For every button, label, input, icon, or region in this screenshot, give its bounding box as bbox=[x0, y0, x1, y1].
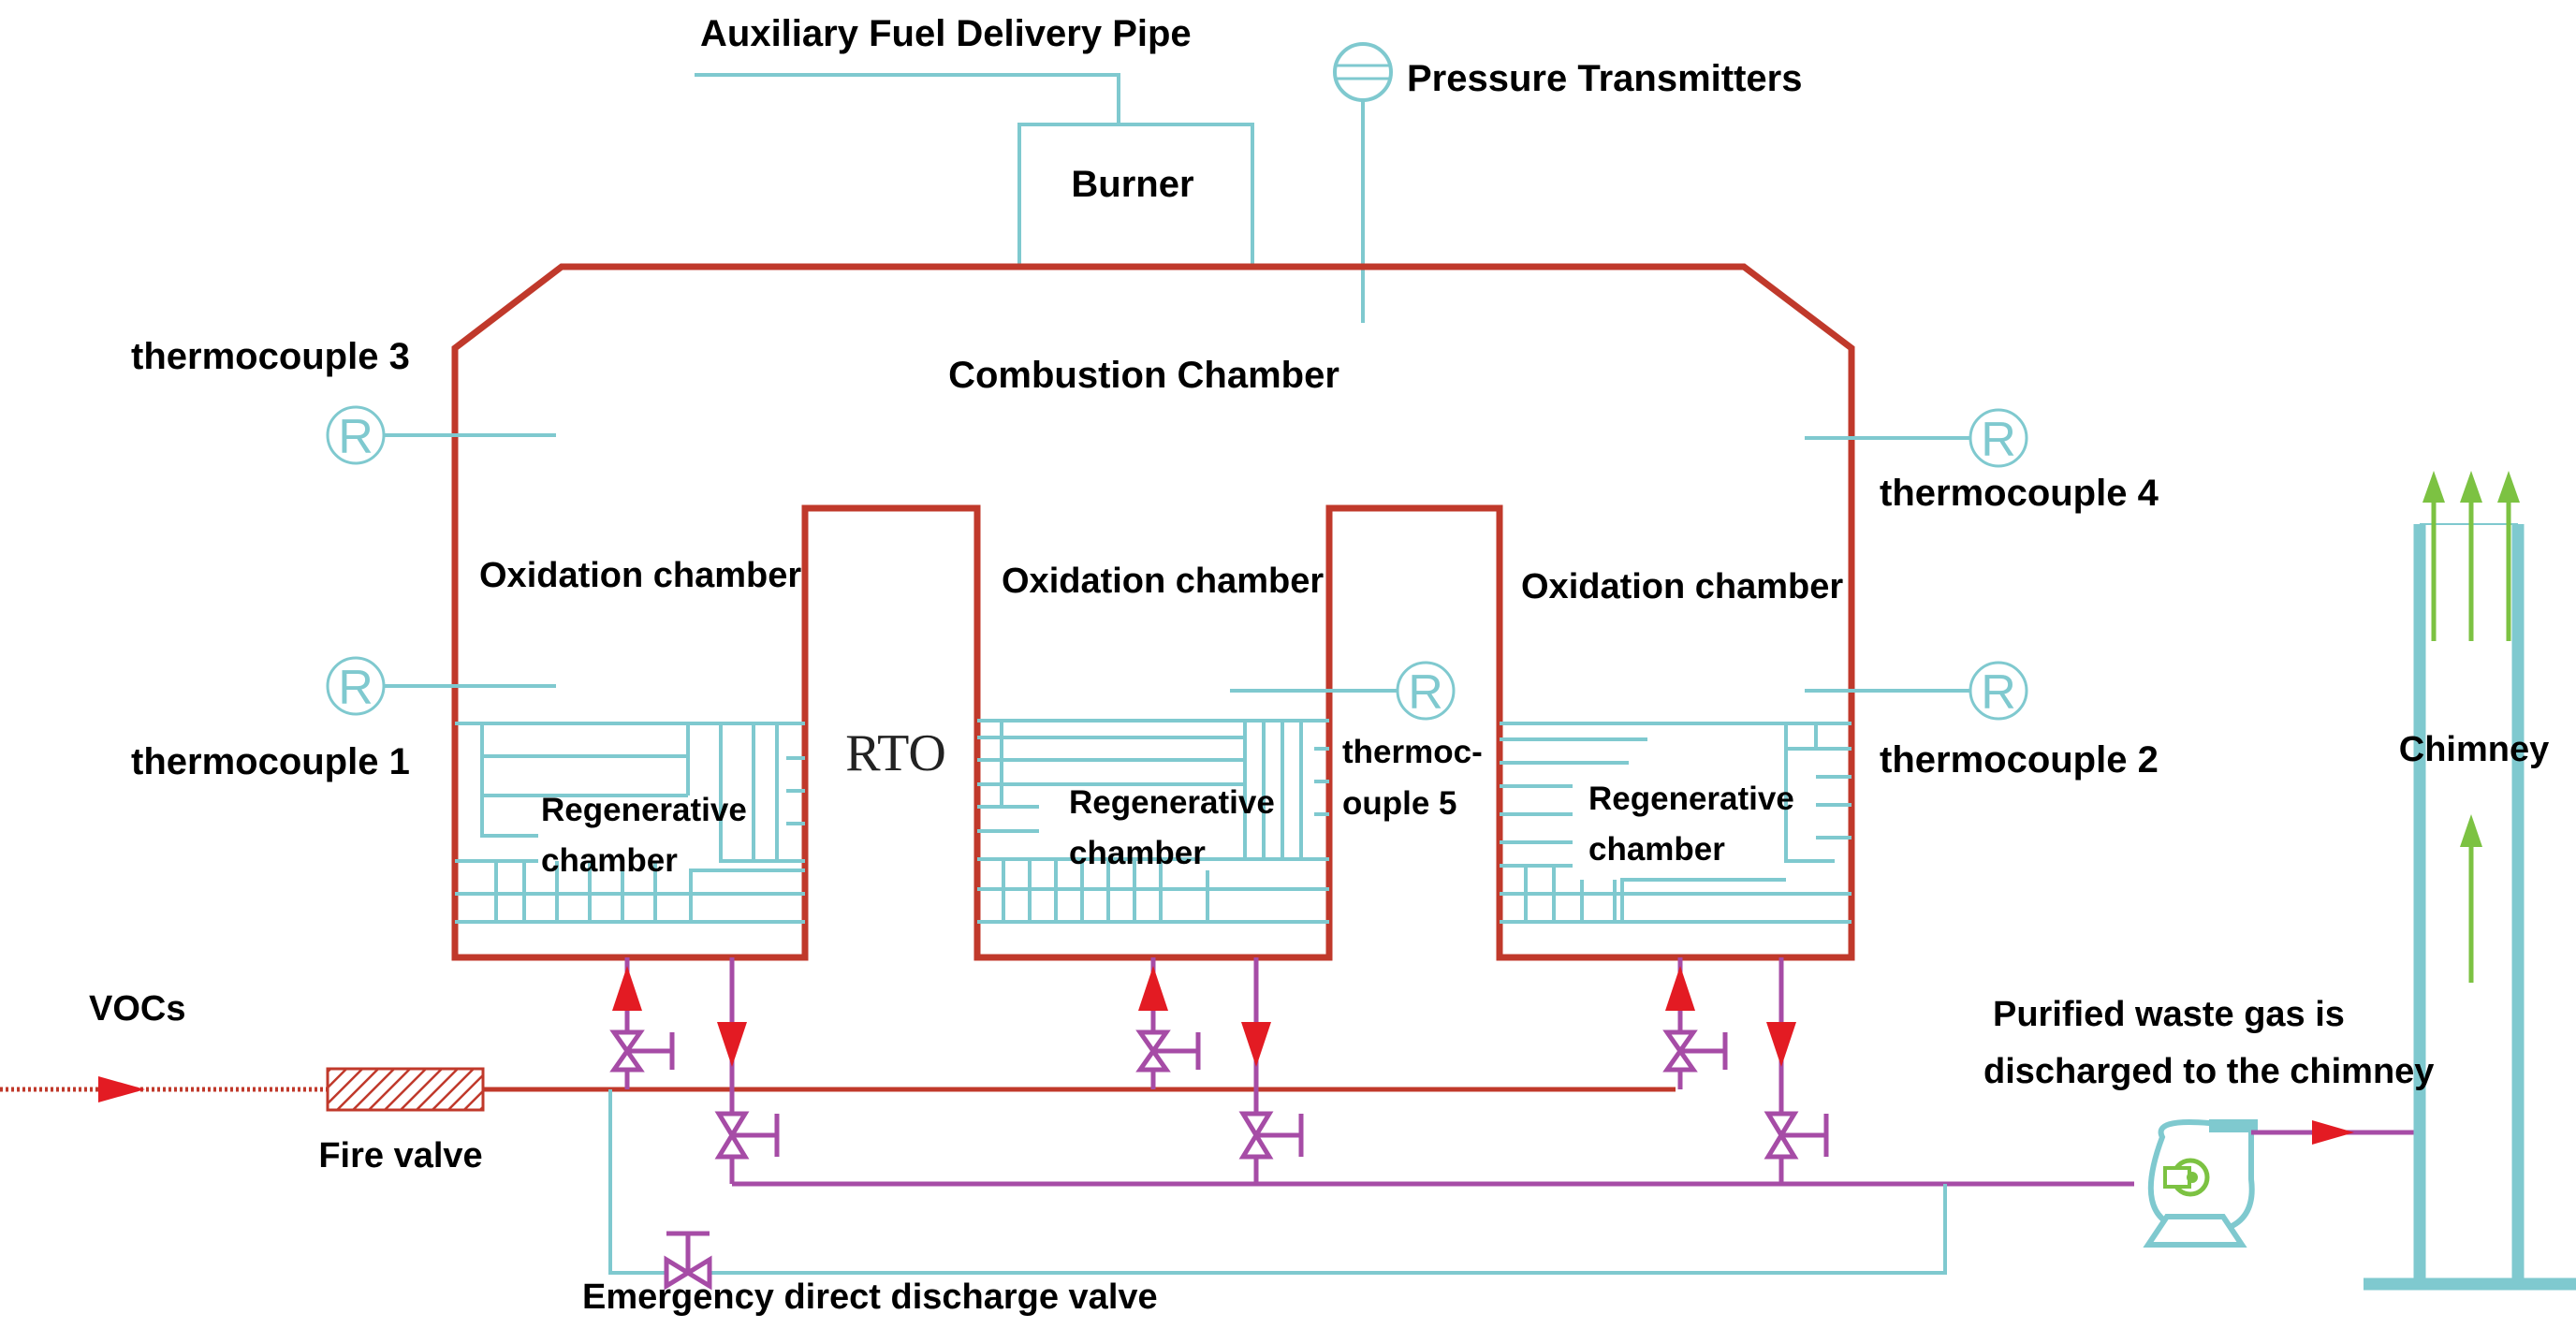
exhaust-fan bbox=[2143, 1119, 2258, 1248]
thermocouple-5-label-line1: thermoc- bbox=[1342, 734, 1483, 770]
down-arrow-icon bbox=[1766, 1022, 1796, 1067]
down-arrow-icon bbox=[1241, 1022, 1271, 1067]
regenerative-right-line1: Regenerative bbox=[1588, 781, 1794, 817]
regenerative-left-line1: Regenerative bbox=[541, 792, 747, 828]
fire-valve-label: Fire valve bbox=[318, 1136, 482, 1175]
sensor-icon: R bbox=[1981, 665, 2016, 720]
chimney-label: Chimney bbox=[2399, 730, 2549, 769]
thermocouple-2-sensor: R bbox=[1969, 661, 2028, 721]
exhaust-arrow-icon bbox=[2497, 471, 2520, 503]
inlet-arrow-icon bbox=[98, 1076, 145, 1102]
emergency-valve-label: Emergency direct discharge valve bbox=[582, 1277, 1158, 1317]
regenerative-bed-right bbox=[1500, 722, 1852, 924]
regenerative-middle-line2: chamber bbox=[1069, 835, 1206, 871]
thermocouple-4-label: thermocouple 4 bbox=[1880, 473, 2159, 514]
thermocouple-4-sensor: R bbox=[1969, 408, 2028, 468]
sensor-icon: R bbox=[1408, 665, 1443, 720]
thermocouple-1-label: thermocouple 1 bbox=[131, 741, 410, 782]
down-arrow-icon bbox=[717, 1022, 747, 1067]
fire-valve-block bbox=[326, 1067, 485, 1112]
exhaust-arrow-icon bbox=[2422, 471, 2445, 503]
regenerative-bed-left bbox=[455, 722, 805, 924]
thermocouple-lines bbox=[384, 433, 1975, 693]
regenerative-middle-line1: Regenerative bbox=[1069, 784, 1275, 821]
outlet-valve-middle[interactable] bbox=[1238, 1111, 1304, 1160]
outlet-valve-left[interactable] bbox=[714, 1111, 780, 1160]
up-arrow-icon bbox=[1665, 966, 1695, 1011]
combustion-chamber-label: Combustion Chamber bbox=[948, 355, 1339, 396]
chimney-inlet-arrow-icon bbox=[2312, 1120, 2354, 1145]
auxiliary-fuel-pipe-label: Auxiliary Fuel Delivery Pipe bbox=[700, 13, 1192, 54]
vocs-label: VOCs bbox=[89, 989, 185, 1029]
outlet-downcomers bbox=[717, 957, 2134, 1187]
thermocouple-1-sensor: R bbox=[326, 656, 386, 716]
pressure-gauge-icon bbox=[1333, 42, 1393, 102]
thermocouple-5-sensor: R bbox=[1396, 661, 1456, 721]
thermocouple-3-sensor: R bbox=[326, 405, 386, 465]
inlet-valve-right[interactable] bbox=[1662, 1029, 1728, 1073]
emergency-discharge-valve[interactable] bbox=[664, 1231, 712, 1291]
up-arrow-icon bbox=[612, 966, 642, 1011]
sensor-icon: R bbox=[338, 410, 373, 464]
burner-box bbox=[1017, 123, 1254, 269]
fuel-pipe-line bbox=[695, 73, 1120, 124]
oxidation-chamber-right-label: Oxidation chamber bbox=[1521, 567, 1843, 606]
regenerative-left-line2: chamber bbox=[541, 842, 678, 879]
thermocouple-3-label: thermocouple 3 bbox=[131, 336, 410, 377]
vocs-inlet-line bbox=[0, 1067, 1676, 1112]
rto-label: RTO bbox=[845, 724, 946, 782]
exhaust-arrow-icon bbox=[2460, 471, 2482, 503]
thermocouple-2-label: thermocouple 2 bbox=[1880, 739, 2159, 781]
burner-label: Burner bbox=[1071, 164, 1193, 205]
regenerative-right-line2: chamber bbox=[1588, 831, 1725, 868]
outlet-valve-right[interactable] bbox=[1764, 1111, 1829, 1160]
sensor-icon: R bbox=[338, 661, 373, 715]
inlet-valve-middle[interactable] bbox=[1135, 1029, 1201, 1073]
inlet-valve-left[interactable] bbox=[609, 1029, 675, 1073]
chimney-exhaust-arrows bbox=[2422, 471, 2520, 983]
regenerative-bed-middle bbox=[977, 719, 1329, 924]
exhaust-arrow-icon bbox=[2460, 814, 2482, 847]
purified-gas-label-line1: Purified waste gas is bbox=[1993, 995, 2345, 1034]
pressure-transmitter bbox=[1333, 42, 1393, 323]
sensor-icon: R bbox=[1981, 413, 2016, 467]
up-arrow-icon bbox=[1138, 966, 1168, 1011]
thermocouple-5-label-line2: ouple 5 bbox=[1342, 785, 1457, 822]
oxidation-chamber-left-label: Oxidation chamber bbox=[479, 556, 801, 595]
purified-gas-label-line2: discharged to the chimney bbox=[1983, 1052, 2434, 1091]
rto-chamber-outline bbox=[451, 263, 1855, 961]
pressure-transmitters-label: Pressure Transmitters bbox=[1407, 58, 1802, 99]
emergency-bypass-line bbox=[608, 1089, 1947, 1275]
oxidation-chamber-middle-label: Oxidation chamber bbox=[1002, 562, 1324, 601]
